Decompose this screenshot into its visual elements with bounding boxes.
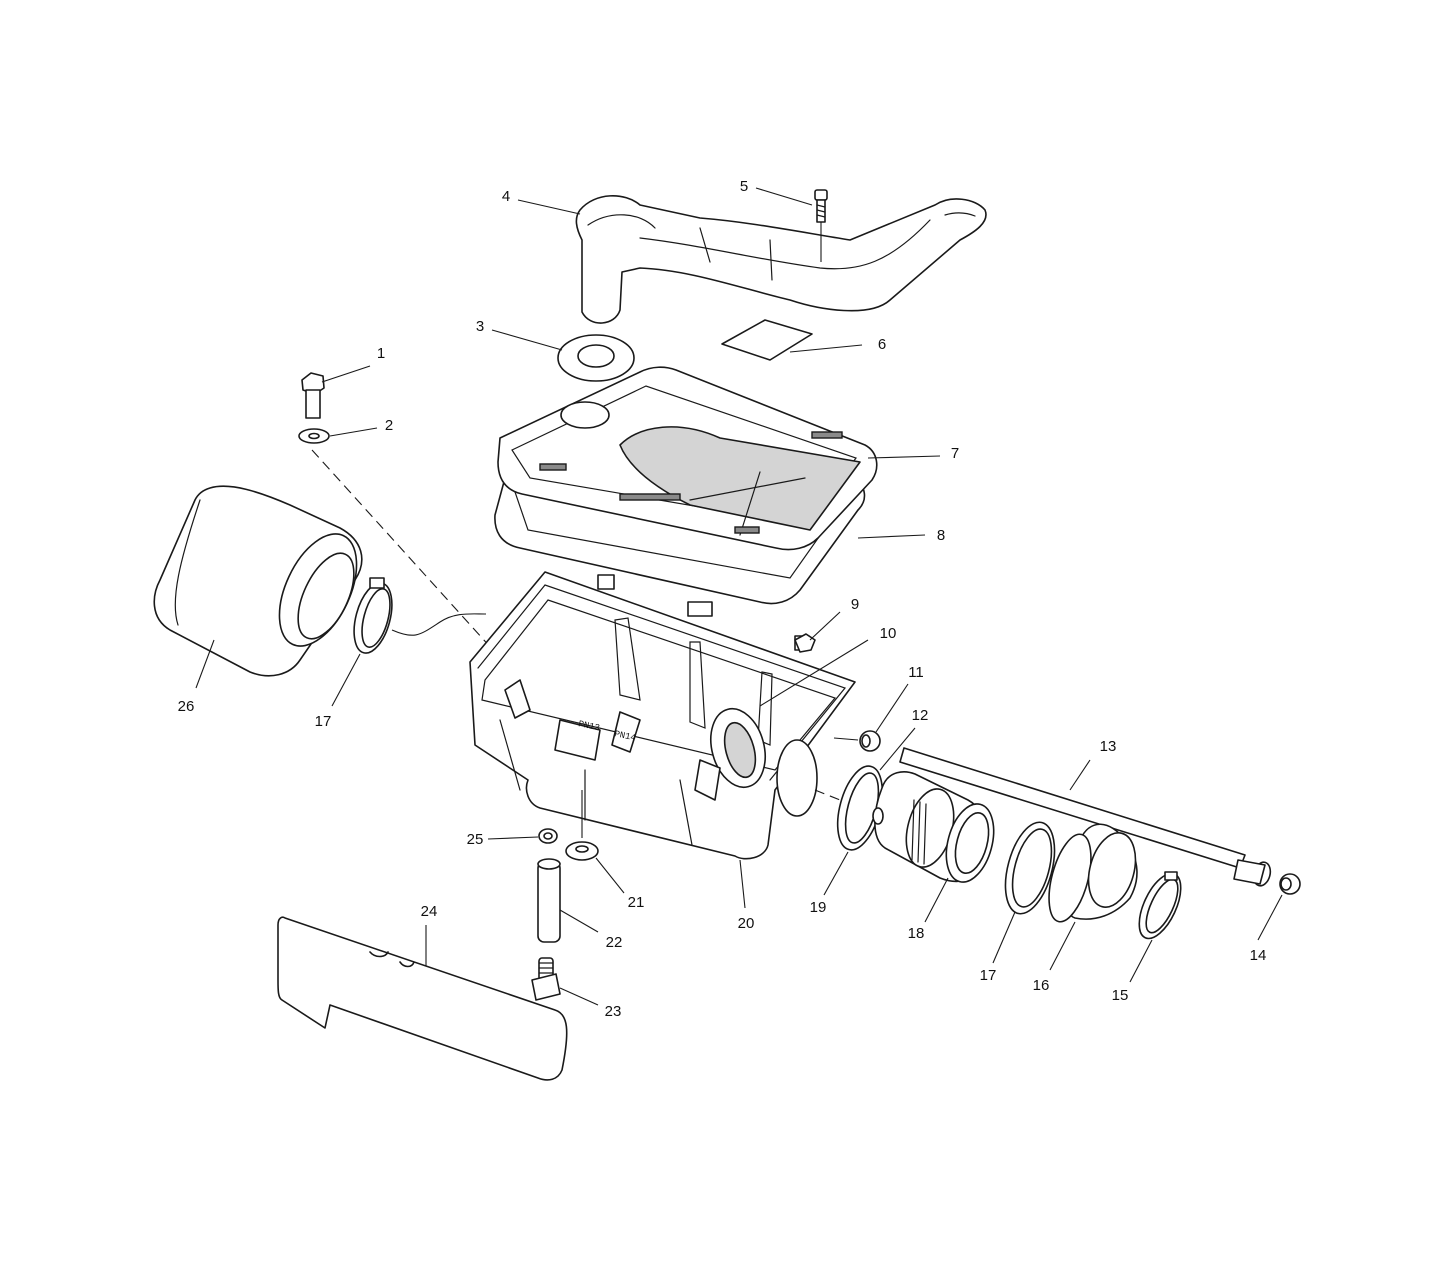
callout-labels: 1 2 3 4 5 6 7 8 9 10 11 12 13 14 15 16 1… [178, 178, 1267, 1020]
decal-part [721, 319, 813, 361]
boot-part [1048, 823, 1138, 923]
callout-26: 26 [178, 698, 195, 715]
callout-16: 16 [1033, 977, 1050, 994]
filter-connection-line [391, 613, 487, 636]
part-number-stamp-right: PN14 [613, 729, 636, 743]
foam-pad-part [277, 916, 568, 1081]
callout-19: 19 [810, 899, 827, 916]
clip-part [794, 633, 816, 653]
callout-5: 5 [740, 178, 748, 195]
drain-clamp-part [538, 828, 558, 844]
washer-part [298, 428, 330, 444]
clamp-right-part [1004, 821, 1056, 915]
screw-part [814, 189, 828, 262]
callout-18: 18 [908, 925, 925, 942]
callout-17-left: 17 [315, 713, 332, 730]
callout-3: 3 [476, 318, 484, 335]
intake-duct-part [575, 195, 987, 324]
drain-plug-part [531, 957, 561, 1001]
bolt-part [301, 372, 325, 419]
end-cap-part [1279, 873, 1301, 895]
callout-22: 22 [606, 934, 623, 951]
tube-part [899, 747, 1272, 887]
grommet-top-part [557, 334, 635, 382]
leader-lines [195, 187, 1283, 1006]
callout-13: 13 [1100, 738, 1117, 755]
callout-24: 24 [421, 903, 438, 920]
part-number-stamp-left: PN13 [577, 719, 600, 733]
callout-9: 9 [851, 596, 859, 613]
callout-25: 25 [467, 831, 484, 848]
callout-6: 6 [878, 336, 886, 353]
outlet-adapter-part [872, 771, 995, 883]
boot-clamp-part [1138, 871, 1182, 940]
callout-4: 4 [502, 188, 510, 205]
callout-21: 21 [628, 894, 645, 911]
o-ring-part [836, 765, 884, 851]
callout-11: 11 [908, 664, 924, 681]
callout-15: 15 [1112, 987, 1129, 1004]
callout-23: 23 [605, 1003, 622, 1020]
clamp-left-part [353, 577, 393, 654]
grommet-bottom-part [565, 841, 599, 861]
drain-tube-part [537, 858, 561, 943]
callout-20: 20 [738, 915, 755, 932]
callout-14: 14 [1250, 947, 1267, 964]
airbox-cover-part [497, 366, 878, 551]
bushing-part [859, 730, 881, 752]
callout-17-right: 17 [980, 967, 997, 984]
callout-10: 10 [880, 625, 897, 642]
callout-1: 1 [377, 345, 385, 362]
callout-12: 12 [912, 707, 929, 724]
air-filter-part [153, 485, 363, 677]
callout-8: 8 [937, 527, 945, 544]
callout-7: 7 [951, 445, 959, 462]
callout-2: 2 [385, 417, 393, 434]
airbox-part: PN13 PN14 [469, 571, 871, 860]
